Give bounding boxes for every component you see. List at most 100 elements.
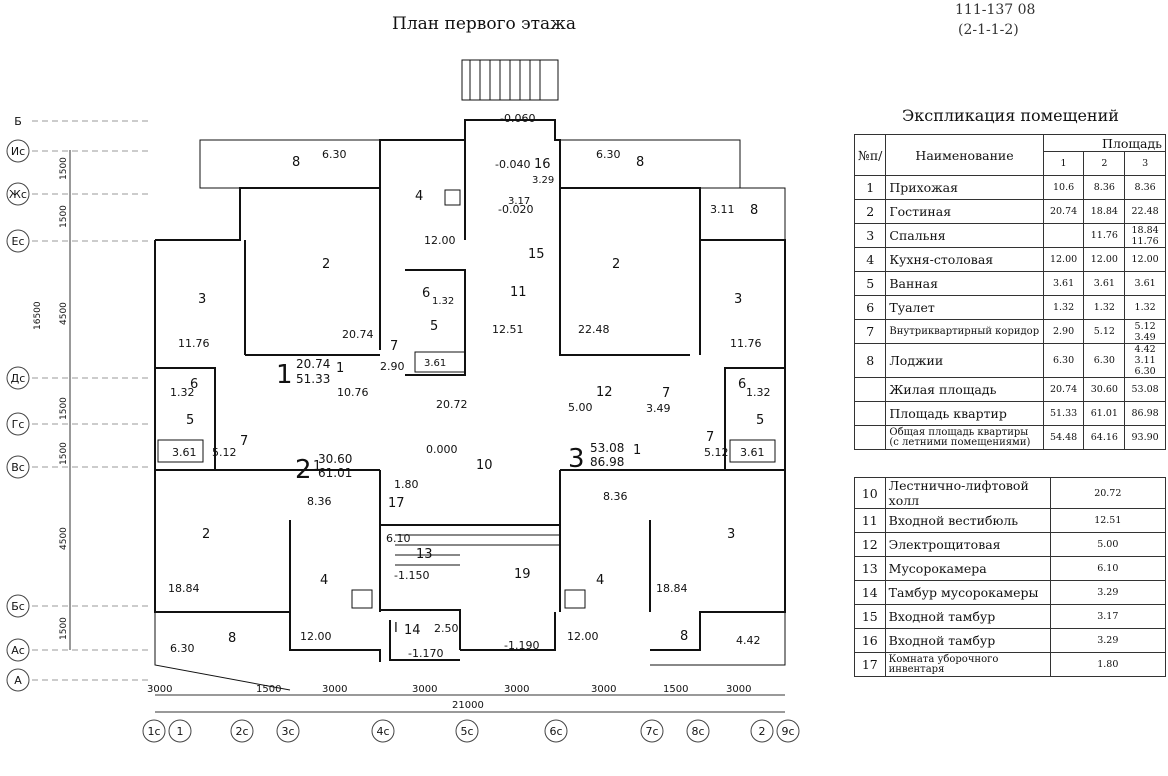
- room-num: 11: [510, 285, 527, 300]
- axis-label: Ес: [12, 235, 25, 248]
- row-value: 1.32: [1124, 295, 1166, 320]
- row-value: 3.29: [1049, 628, 1167, 653]
- room-num: 14: [404, 623, 421, 638]
- row-value: 10.6: [1042, 175, 1085, 200]
- axis-bubble: [6, 139, 30, 163]
- room-area: 5.00: [568, 401, 593, 414]
- header-area: Площадь: [1042, 134, 1167, 152]
- row-num: 5: [853, 271, 887, 296]
- axis-bubble: [686, 719, 710, 743]
- room-area: 3.17: [508, 196, 530, 207]
- area-label: 5.12: [704, 446, 729, 459]
- apartment-total: 51.33: [296, 372, 330, 386]
- room-num: 4: [415, 189, 423, 204]
- row-num: [853, 377, 887, 402]
- axis-label: Бс: [11, 600, 25, 613]
- row-num: [853, 401, 887, 426]
- row-value: 51.33: [1042, 401, 1085, 426]
- room-num: 2: [202, 527, 210, 542]
- axis-bubble: [750, 719, 774, 743]
- dimension-label: 3000: [726, 684, 751, 695]
- axis-bubble: [276, 719, 300, 743]
- row-value: 61.01: [1083, 401, 1126, 426]
- room-area: 1.32: [432, 296, 454, 307]
- level-mark: -1.190: [504, 639, 539, 652]
- row-num: 11: [854, 508, 886, 533]
- row-value: 3.61: [1042, 271, 1085, 296]
- room-area: 3.49: [646, 402, 671, 415]
- area-label: 18.84: [168, 582, 200, 595]
- dimension-label: 1500: [256, 684, 281, 695]
- dimension-label: 3000: [147, 684, 172, 695]
- room-num: 13: [416, 547, 433, 562]
- row-value: 12.00: [1042, 247, 1085, 272]
- row-num: 10: [854, 477, 886, 509]
- dimension-label: 1500: [663, 684, 688, 695]
- axis-bubble: [168, 719, 192, 743]
- row-name: Мусорокамера: [884, 556, 1051, 581]
- room-num: 15: [528, 247, 545, 262]
- dimension-lines: [69, 150, 785, 713]
- row-name: Электрощитовая: [884, 532, 1051, 557]
- row-value: 1.80: [1049, 652, 1167, 677]
- row-name: Жилая площадь: [885, 377, 1044, 402]
- area-label: 18.84: [656, 582, 688, 595]
- apartment-number: 3: [568, 444, 585, 474]
- room-num: 19: [514, 567, 531, 582]
- stair-mark: I: [394, 621, 398, 636]
- area-label: 8.36: [603, 490, 628, 503]
- header-name: Наименование: [885, 134, 1044, 176]
- header-num: №п/: [853, 134, 887, 176]
- dimension-label: 3000: [504, 684, 529, 695]
- total-dimension: 21000: [452, 700, 484, 711]
- row-value: 3.61: [1124, 271, 1166, 296]
- axis-label: 2: [759, 725, 766, 738]
- dimension-label: 4500: [59, 527, 69, 550]
- area-label: 10.76: [337, 386, 369, 399]
- room-num: 7: [706, 430, 714, 445]
- header-col: 2: [1083, 151, 1126, 176]
- room-area: 6.30: [322, 148, 347, 161]
- row-value: 2.90: [1042, 319, 1085, 344]
- apartment-total: 86.98: [590, 455, 624, 469]
- room-num: 1: [336, 361, 344, 376]
- axis-label: 3с: [281, 725, 294, 738]
- row-value: 20.72: [1049, 477, 1167, 509]
- room-num: 12: [596, 385, 613, 400]
- area-label: 5.12: [212, 446, 237, 459]
- row-name: Внутриквартирный коридор: [885, 319, 1044, 344]
- row-name: Туалет: [885, 295, 1044, 320]
- row-num: 8: [853, 343, 887, 378]
- room-area: 12.51: [492, 323, 524, 336]
- room-area: 3.61: [424, 358, 446, 369]
- axis-bubble: [142, 719, 166, 743]
- room-area: 11.76: [178, 337, 210, 350]
- level-mark: -0.020: [498, 203, 533, 216]
- row-num: 15: [854, 604, 886, 629]
- axis-label: 5с: [460, 725, 473, 738]
- row-value: 11.76: [1083, 223, 1126, 248]
- dimension-label: 1500: [59, 617, 69, 640]
- axis-label: 9с: [781, 725, 794, 738]
- row-value: 12.00: [1124, 247, 1166, 272]
- row-value: 8.36: [1124, 175, 1166, 200]
- room-num: 3: [734, 292, 742, 307]
- axis-bubble: [6, 638, 30, 662]
- row-num: 2: [853, 199, 887, 224]
- row-value: 64.16: [1083, 425, 1126, 450]
- row-value: 1.32: [1042, 295, 1085, 320]
- room-num: 5: [186, 413, 194, 428]
- area-label: 12.00: [300, 630, 332, 643]
- room-num: 7: [390, 339, 398, 354]
- row-value: [1042, 223, 1085, 248]
- dimension-label: 1500: [59, 205, 69, 228]
